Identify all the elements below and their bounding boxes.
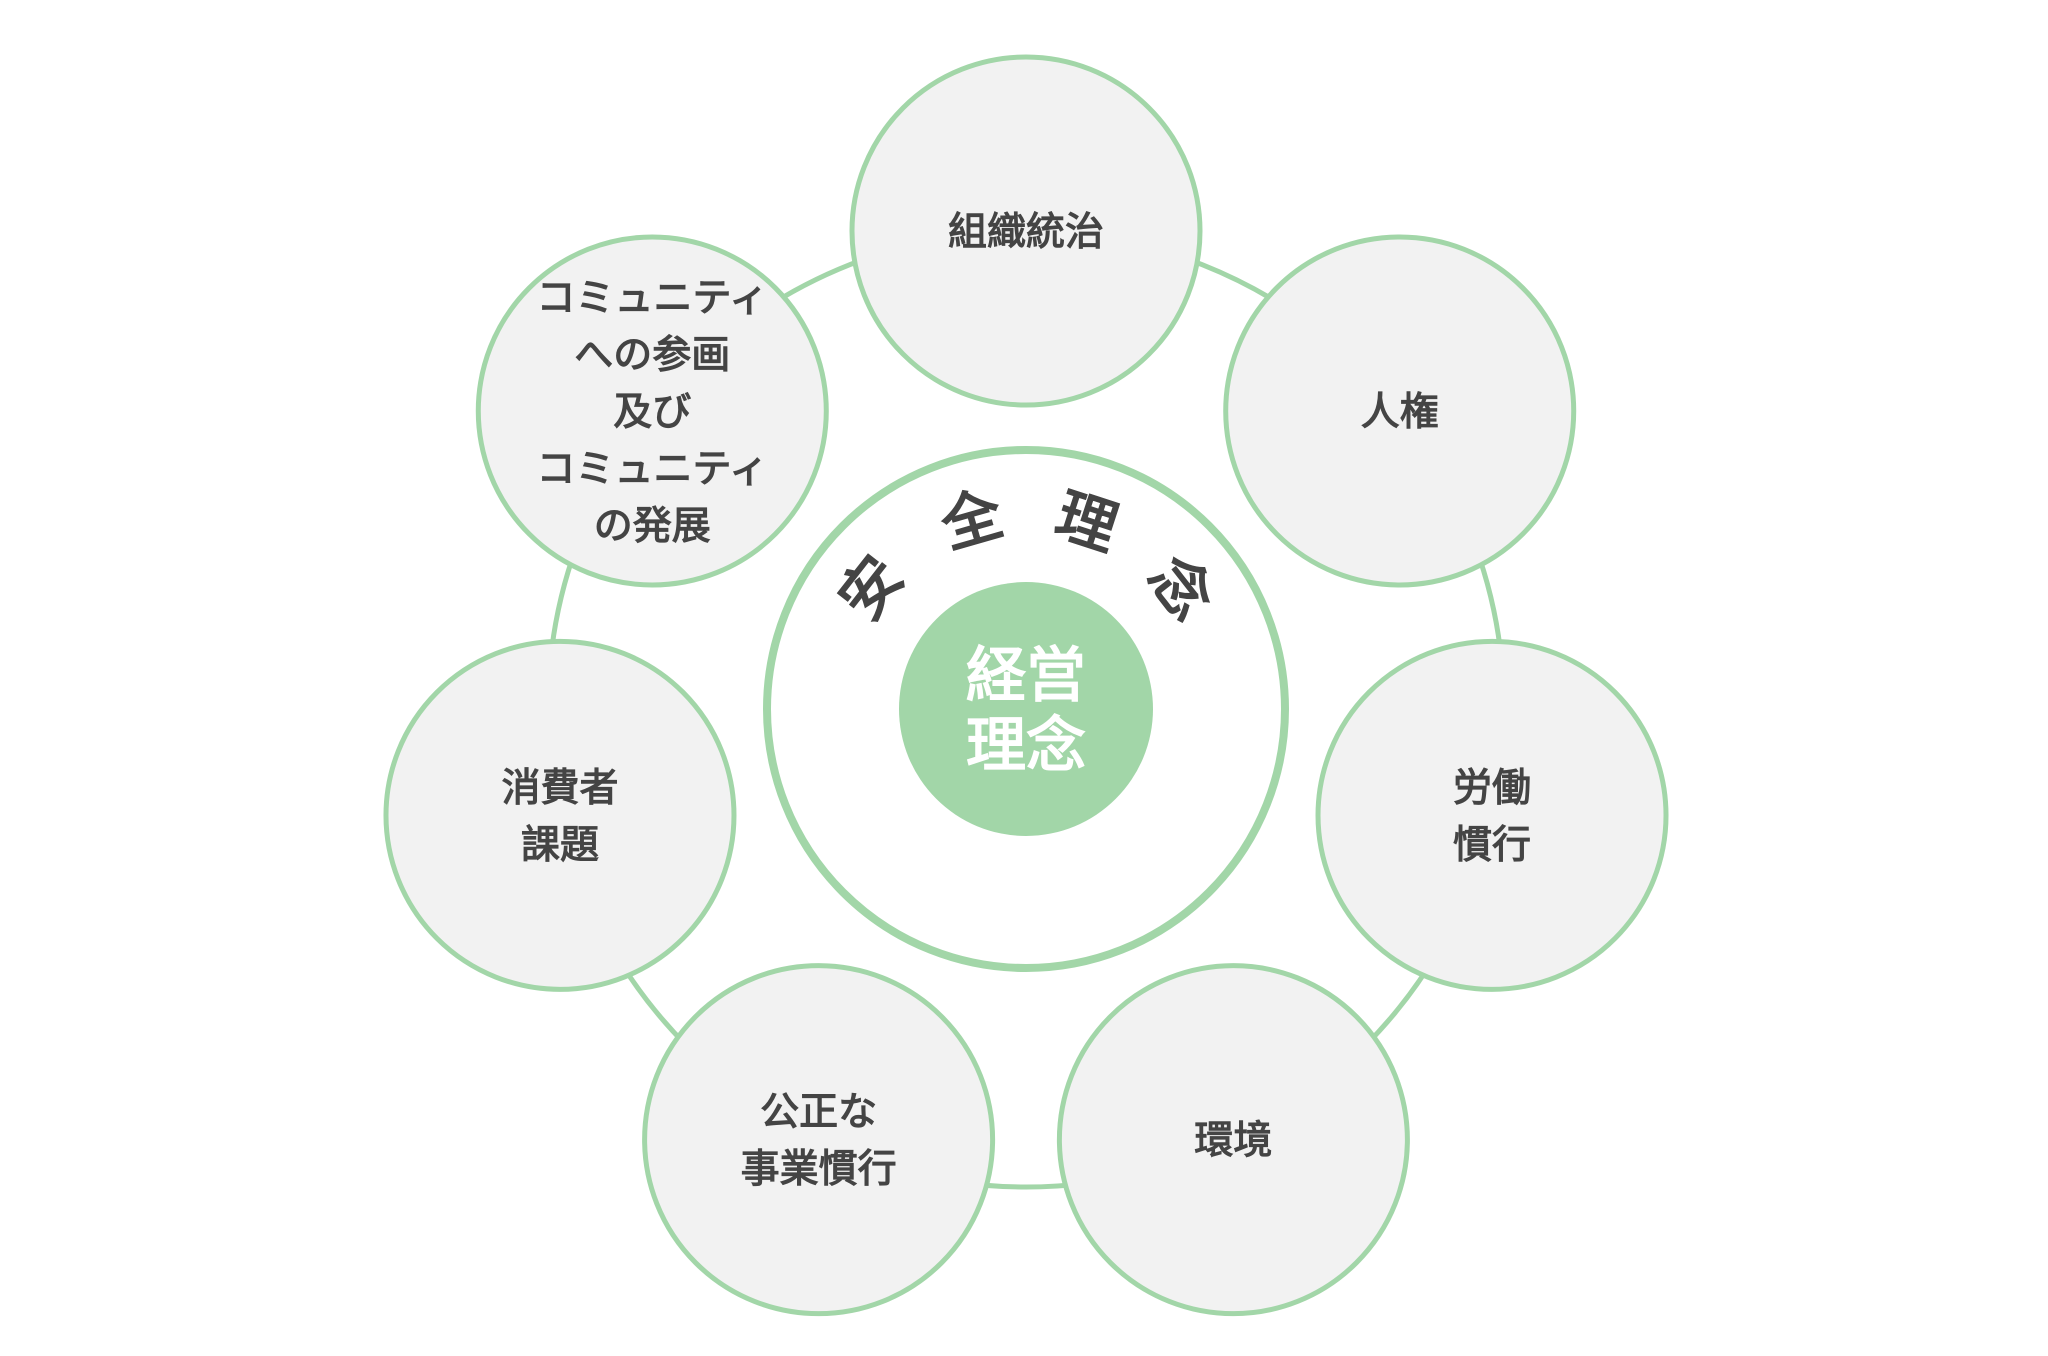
satellite-circle (1223, 234, 1577, 588)
satellite-label: 及び (613, 390, 691, 435)
satellite-circle (642, 963, 996, 1317)
satellite-label: 労働 (1453, 766, 1531, 811)
satellite-1: 人権 (1223, 234, 1577, 588)
satellite-label: 人権 (1361, 390, 1439, 435)
satellite-label: 課題 (521, 823, 599, 868)
core-line-2: 理念 (966, 711, 1086, 781)
satellite-0: 組織統治 (849, 54, 1203, 408)
satellite-label: 消費者 (501, 766, 618, 811)
satellite-label: 公正な (760, 1090, 877, 1135)
satellite-circle (475, 234, 829, 588)
satellite-label: コミュニティ (536, 447, 768, 492)
satellite-circle (849, 54, 1203, 408)
satellite-label: 慣行 (1453, 823, 1531, 868)
satellite-label: の発展 (594, 504, 711, 549)
satellite-label: 組織統治 (948, 210, 1104, 255)
satellite-circle (383, 638, 737, 992)
management-philosophy-core (899, 582, 1153, 836)
satellite-label: コミュニティ (536, 276, 768, 321)
satellite-label: 事業慣行 (741, 1147, 897, 1192)
satellite-circle (1056, 963, 1410, 1317)
satellite-label: 環境 (1194, 1119, 1272, 1164)
satellite-circle (1315, 638, 1669, 992)
satellite-label: への参画 (574, 333, 730, 378)
satellite-3: 環境 (1056, 963, 1410, 1317)
core-line-1: 経営 (966, 641, 1086, 711)
